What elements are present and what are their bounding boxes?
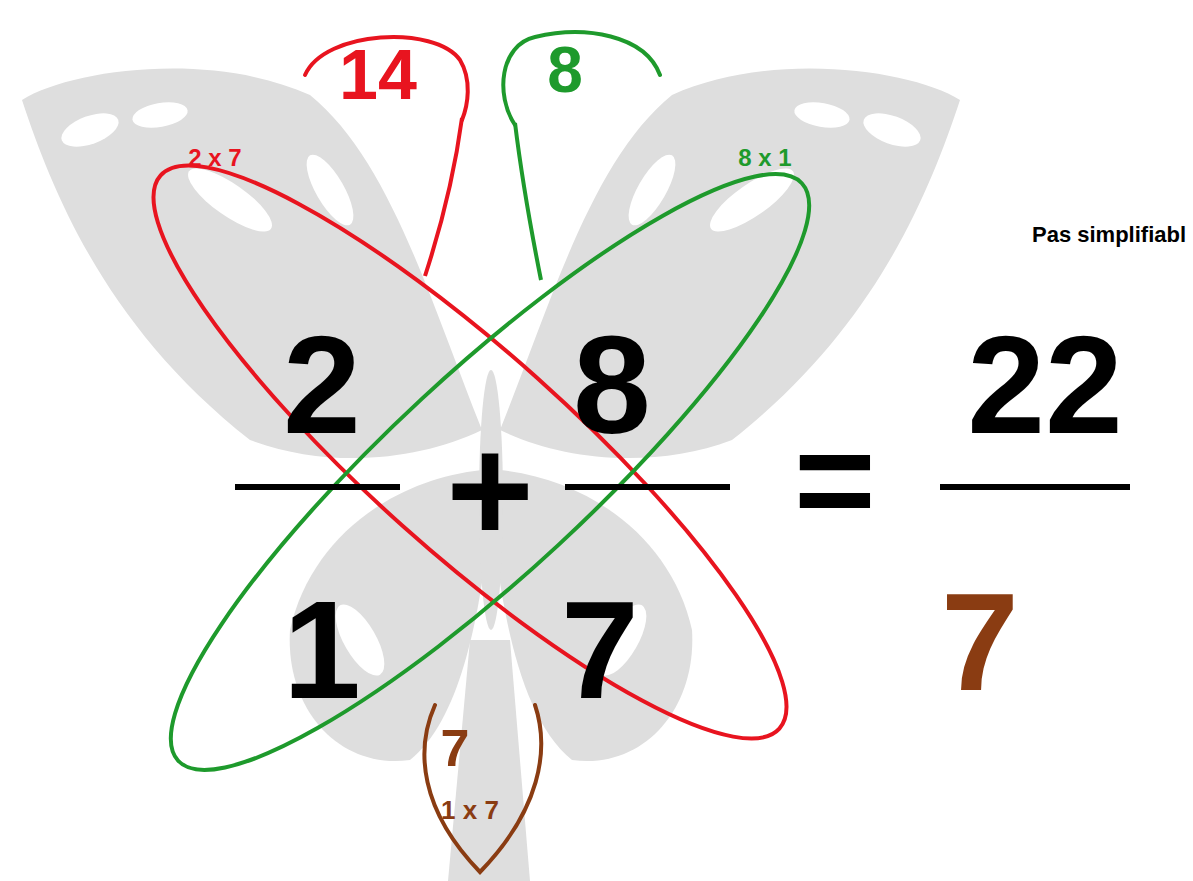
equals-sign: = [794, 410, 876, 550]
result-denominator: 7 [941, 572, 1019, 712]
body-loop: 7 1 x 7 [415, 700, 555, 880]
denominator: 7 [561, 580, 639, 720]
product-number: 8 [547, 38, 583, 102]
numerator: 2 [283, 315, 361, 455]
antenna-loop: 14 [300, 30, 470, 140]
loop-outline [415, 700, 555, 880]
numerator: 8 [573, 315, 651, 455]
antenna-loop: 8 [495, 25, 670, 135]
note: Pas simplifiabl [1032, 224, 1186, 246]
product-note: 8 x 1 [738, 146, 791, 170]
product-number: 7 [441, 722, 470, 774]
denominator: 1 [283, 580, 361, 720]
product-number: 14 [339, 40, 417, 110]
product-note: 1 x 7 [441, 797, 499, 823]
plus-sign: + [446, 415, 534, 565]
result-numerator: 22 [967, 315, 1123, 455]
product-note: 2 x 7 [188, 146, 241, 170]
